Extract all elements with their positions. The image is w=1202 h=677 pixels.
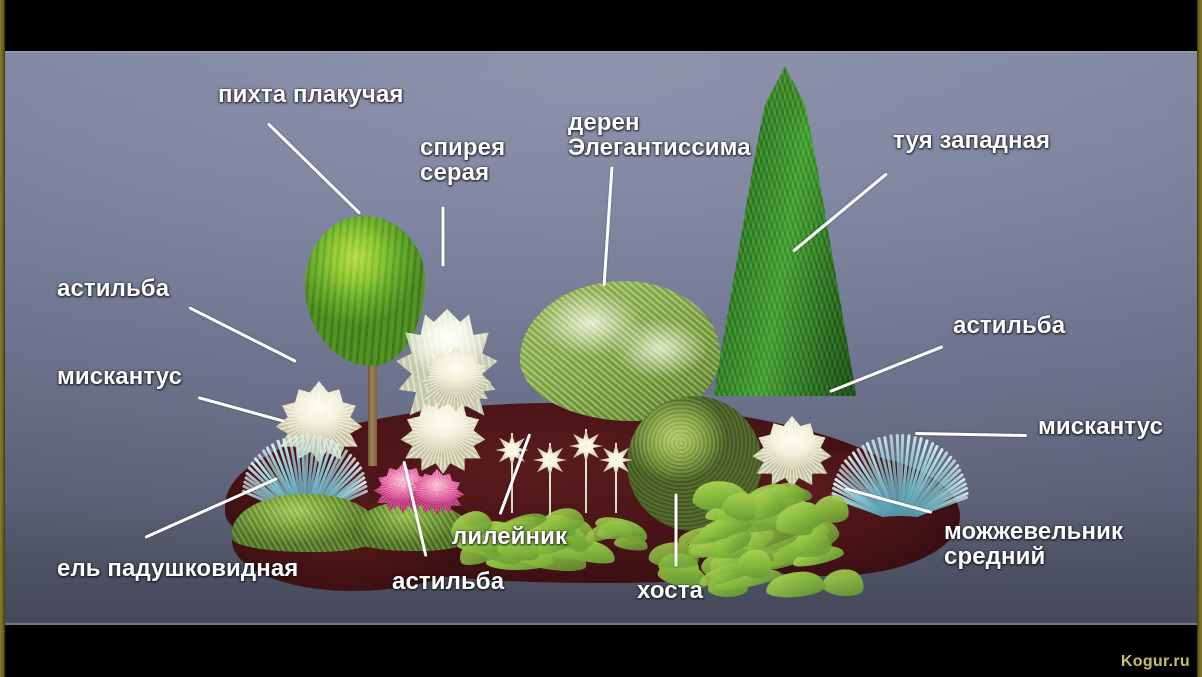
plant-lileynik-4 xyxy=(596,443,636,513)
garden-design-photo: пихта плакучая спирея серая дерен Элеганти… xyxy=(0,51,1202,625)
plant-juniper-spread xyxy=(690,481,840,537)
photo-bottom-edge xyxy=(0,623,1202,625)
plant-label-astilba_b: астильба xyxy=(392,569,504,594)
leader-hosta xyxy=(675,494,678,567)
plant-label-spireya: спирея серая xyxy=(420,135,505,186)
plant-label-pihta: пихта плакучая xyxy=(218,82,404,107)
plant-label-mozhzhevelnik: можжевельник средний xyxy=(944,519,1123,570)
leader-pihta xyxy=(267,122,361,214)
plant-astilba-back xyxy=(418,346,494,412)
film-edge-right xyxy=(1197,0,1202,677)
plant-label-astilba_r: астильба xyxy=(953,313,1065,338)
leader-astilba-l xyxy=(188,306,296,363)
plant-lileynik-2 xyxy=(530,443,570,515)
plant-label-miskantus_r: мискантус xyxy=(1038,414,1163,439)
watermark: Kogur.ru xyxy=(1121,653,1190,671)
film-edge-left xyxy=(0,0,5,677)
letterbox-bottom xyxy=(0,625,1202,677)
plant-label-tuya: туя западная xyxy=(893,128,1050,153)
plant-label-hosta: хоста xyxy=(637,578,703,603)
leader-spireya xyxy=(442,207,445,267)
plant-label-astilba_l: астильба xyxy=(57,276,169,301)
letterbox-top xyxy=(0,0,1202,51)
plant-miskantus-right xyxy=(845,439,955,521)
plant-label-deren: дерен Элегантиссима xyxy=(568,110,751,161)
plant-label-miskantus_l: мискантус xyxy=(57,364,182,389)
leader-deren xyxy=(603,166,614,286)
plant-label-el: ель падушковидная xyxy=(57,556,298,581)
plant-astilba-right xyxy=(750,416,834,488)
photo-top-edge xyxy=(0,51,1202,53)
leader-miskantus-r xyxy=(915,432,1027,437)
plant-label-lileynik: лилейник xyxy=(452,524,567,549)
